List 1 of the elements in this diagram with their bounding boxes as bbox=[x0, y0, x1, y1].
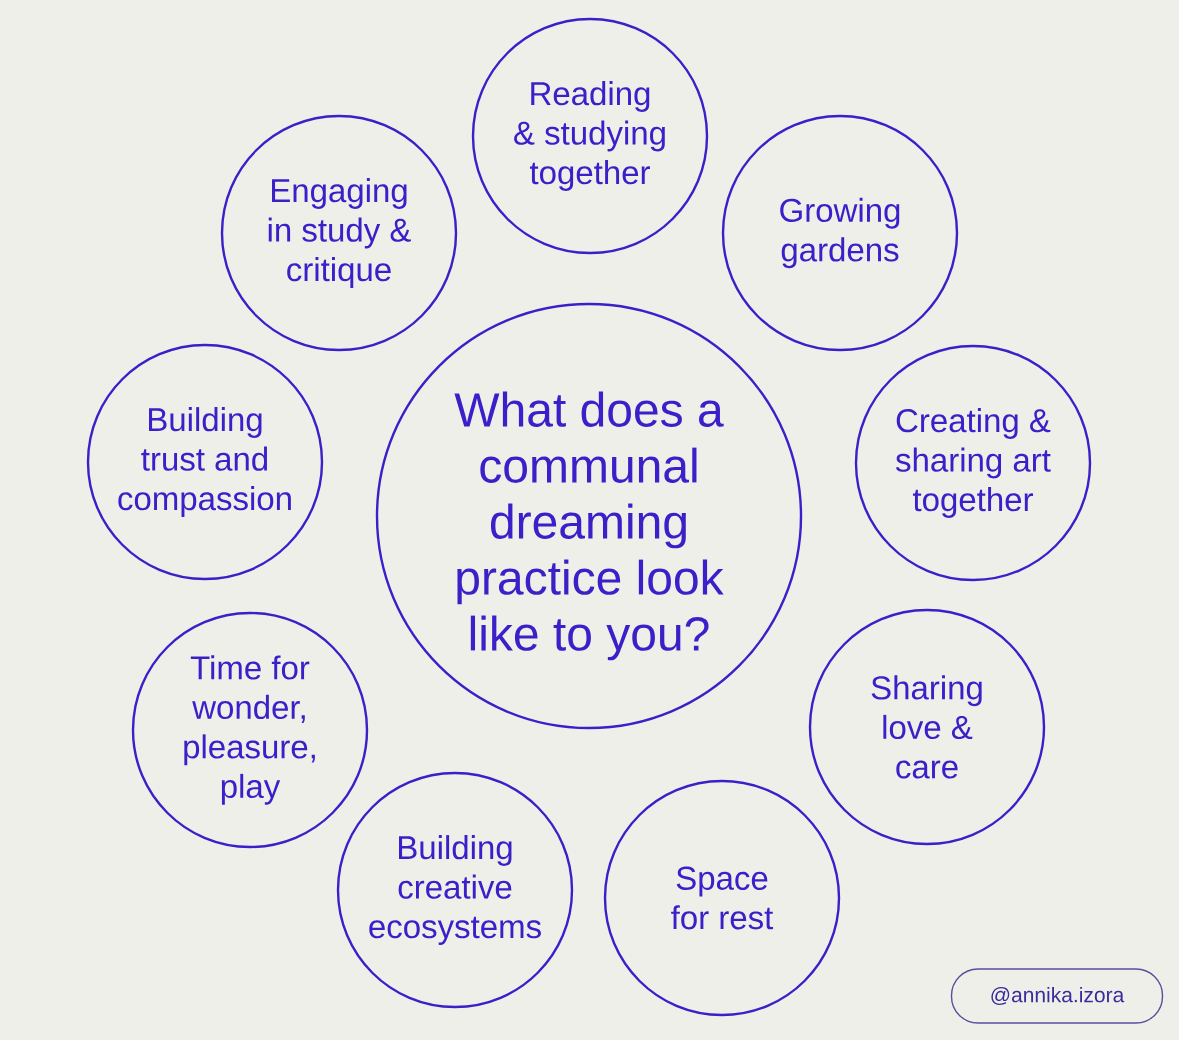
handle-pill: @annika.izora bbox=[950, 968, 1164, 1024]
